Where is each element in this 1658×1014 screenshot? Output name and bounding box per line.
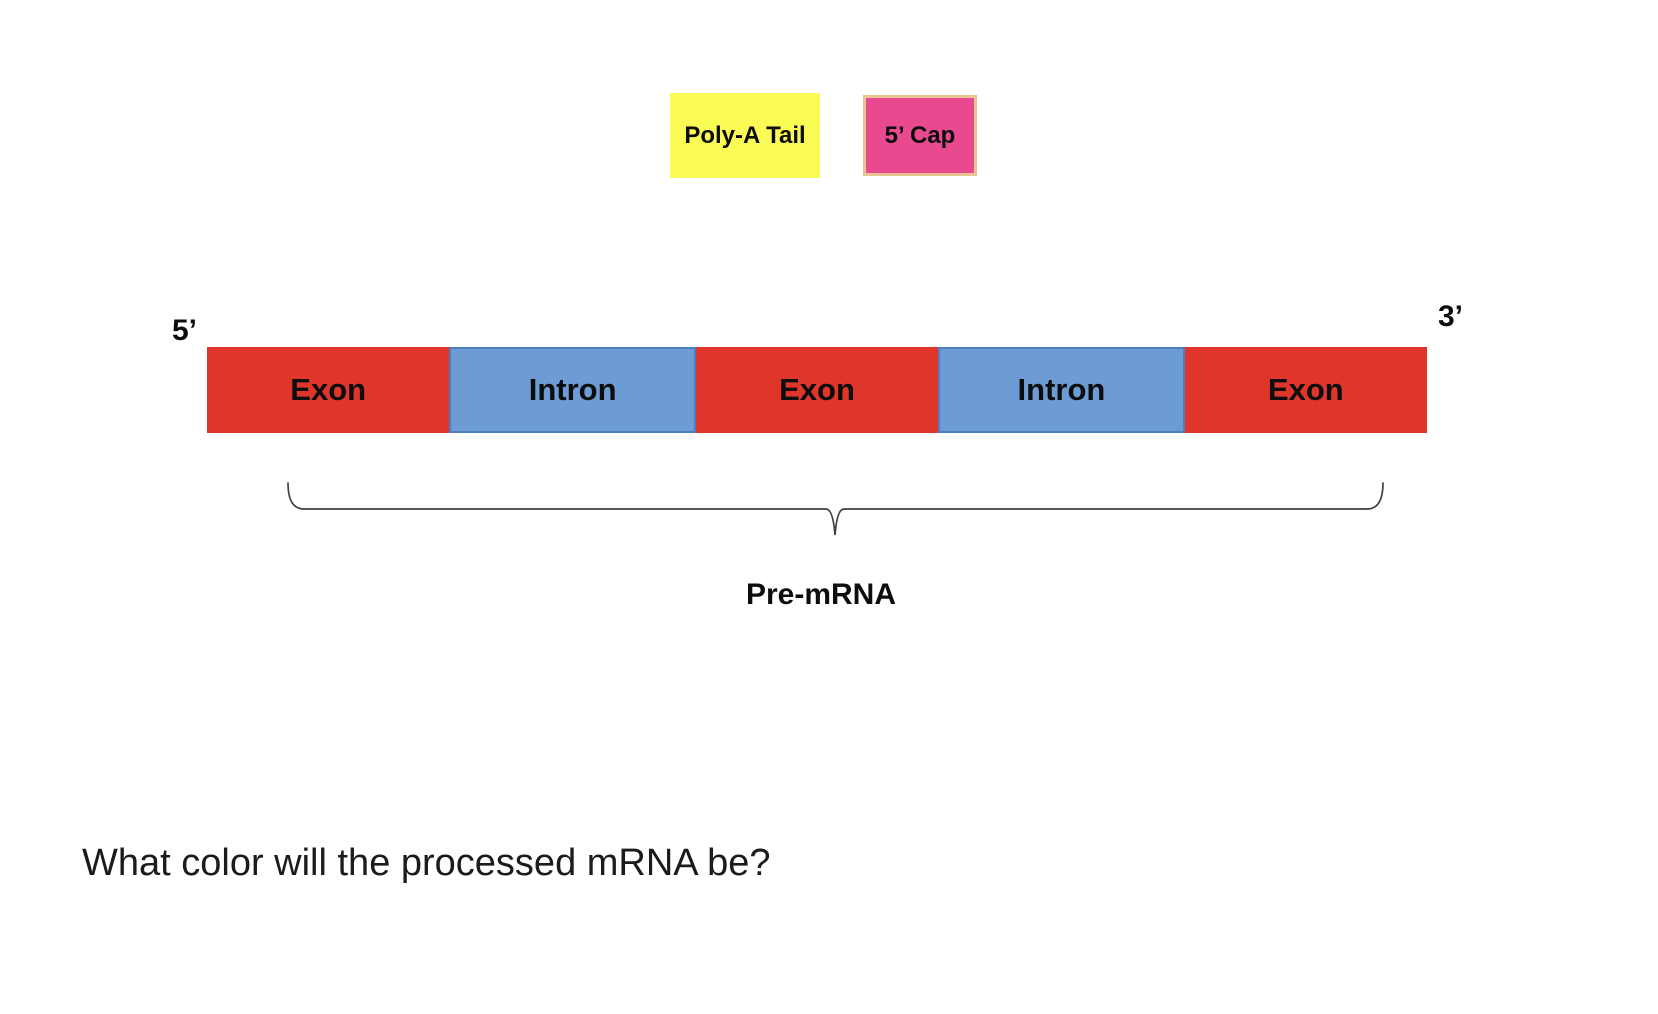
five-cap-box: 5’ Cap [863, 95, 977, 176]
intron-label: Intron [528, 372, 617, 407]
five-cap-label: 5’ Cap [884, 121, 956, 149]
intron-segment-2: Intron [938, 347, 1185, 433]
exon-label: Exon [1267, 372, 1344, 407]
intron-segment-1: Intron [449, 347, 696, 433]
exon-segment-2: Exon [695, 347, 939, 433]
poly-a-tail-label: Poly-A Tail [684, 121, 806, 149]
exon-segment-3: Exon [1184, 347, 1428, 433]
poly-a-tail-box: Poly-A Tail [670, 93, 820, 178]
three-prime-end-label: 3’ [1438, 300, 1464, 333]
pre-mrna-strand: Exon Intron Exon Intron Exon [207, 347, 1428, 433]
pre-mrna-label: Pre-mRNA [745, 578, 897, 611]
five-prime-end-label: 5’ [172, 314, 198, 347]
pre-mrna-brace [287, 482, 1384, 536]
exon-segment-1: Exon [207, 347, 450, 433]
question-text: What color will the processed mRNA be? [82, 842, 771, 884]
intron-label: Intron [1017, 372, 1106, 407]
exon-label: Exon [779, 372, 855, 407]
exon-label: Exon [290, 372, 367, 407]
